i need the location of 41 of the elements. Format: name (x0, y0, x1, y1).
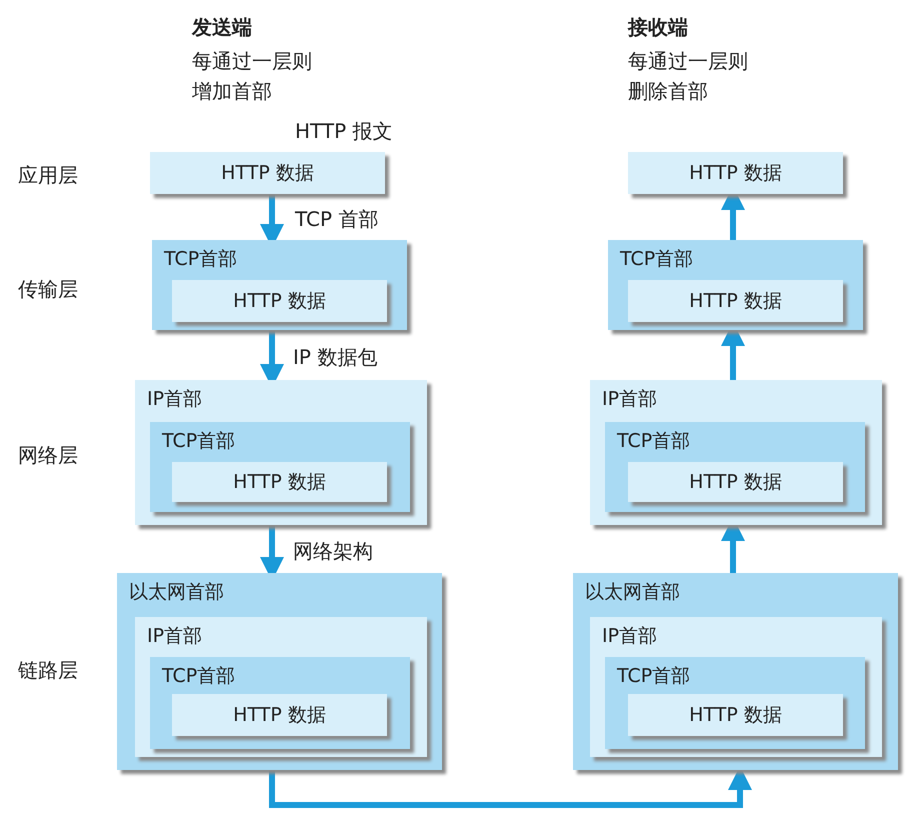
data-box: HTTP 数据 (628, 152, 843, 194)
header-box (150, 657, 410, 749)
data-box: HTTP 数据 (628, 694, 843, 736)
header-box (605, 422, 865, 512)
header-text: IP首部 (602, 624, 658, 649)
header-box (117, 573, 442, 770)
layer-name: 链路层 (18, 657, 78, 684)
layer-name: 应用层 (18, 162, 78, 189)
layer-name: 网络层 (18, 442, 78, 469)
header-text: IP首部 (147, 624, 202, 649)
data-box: HTTP 数据 (150, 152, 385, 194)
data-box: HTTP 数据 (628, 462, 843, 502)
header-text: 以太网首部 (585, 580, 680, 605)
side-heading: 发送端 (192, 14, 252, 41)
header-text: TCP首部 (617, 429, 690, 454)
header-text: IP首部 (602, 387, 658, 412)
side-note: 每通过一层则增加首部 (192, 48, 313, 105)
data-box: HTTP 数据 (172, 280, 387, 322)
header-box (135, 617, 427, 757)
header-box (608, 240, 863, 330)
data-box: HTTP 数据 (172, 462, 387, 502)
data-box: HTTP 数据 (628, 280, 843, 322)
data-box: HTTP 数据 (172, 694, 387, 736)
header-box (590, 380, 882, 525)
header-text: TCP首部 (617, 664, 690, 689)
side-note: 每通过一层则删除首部 (628, 48, 749, 105)
header-box (150, 422, 410, 512)
header-text: TCP首部 (162, 664, 236, 689)
header-box (573, 573, 898, 770)
header-text: TCP首部 (162, 429, 236, 454)
header-box (590, 617, 882, 757)
header-text: TCP首部 (620, 247, 694, 272)
layer-name: 传输层 (18, 276, 78, 303)
header-box (152, 240, 407, 330)
header-text: TCP首部 (164, 247, 238, 272)
header-box (605, 657, 865, 749)
side-heading: 接收端 (628, 14, 688, 41)
header-text: IP首部 (147, 387, 202, 412)
header-text: 以太网首部 (129, 580, 224, 605)
header-box (135, 380, 427, 525)
caption-text: HTTP 报文 (295, 118, 393, 145)
